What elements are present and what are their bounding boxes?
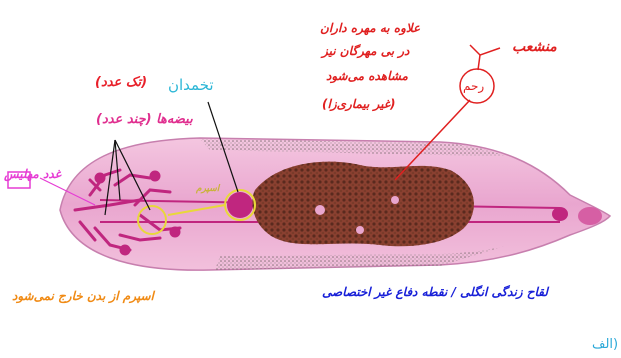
life-label: لقاح زندگی انگلی / نقطه دفاع غیر اختصاصی — [322, 286, 548, 298]
ovary-label: تخمدان — [168, 78, 214, 93]
eggs-label: بیضه‌ها (چند عدد) — [96, 113, 193, 126]
single-count-label: (تک عدد) — [95, 76, 147, 89]
uterus-mass — [252, 162, 474, 247]
mehlis-label: غدد مهلیس — [4, 168, 61, 180]
note-line-4: (غیر بیماری‌زا) — [322, 98, 396, 110]
branched-label: منشعب — [512, 40, 557, 54]
sperm-label: اسپرم — [196, 185, 219, 194]
note-line-3: مشاهده می‌شود — [326, 70, 408, 82]
ovary-shape — [227, 192, 253, 218]
figure-tag: (الف — [592, 338, 618, 351]
note-line-1: علاوه به مهره داران — [320, 22, 420, 34]
sperm-exit-label: اسپرم از بدن خارج نمی‌شود — [12, 290, 154, 302]
uterus-label: رحم — [463, 80, 484, 92]
note-line-2: در بی مهرگان نیز — [322, 45, 409, 57]
